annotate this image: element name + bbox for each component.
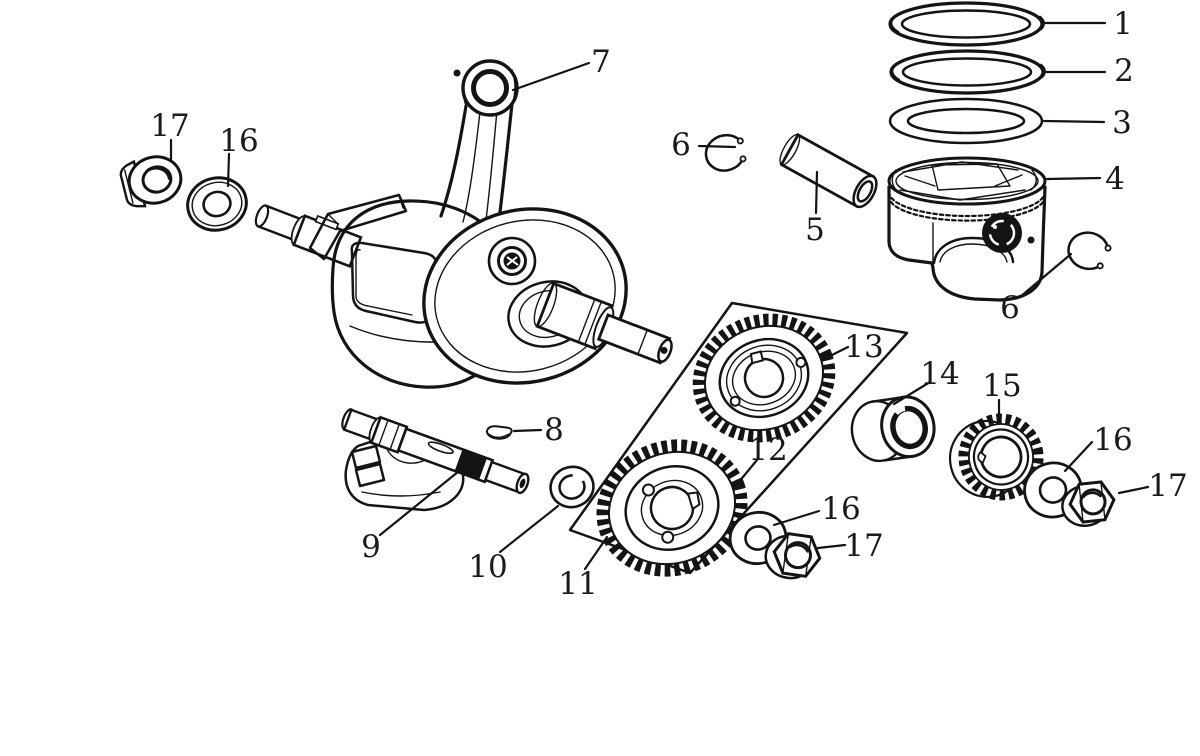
large-gear-upper	[692, 313, 836, 443]
callout-gear-box: 11	[558, 566, 597, 602]
callout-crankshaft: 7	[591, 44, 611, 80]
piston-pin	[779, 132, 878, 209]
callout-bushing: 14	[920, 356, 959, 392]
callout-circlip-left: 6	[671, 127, 691, 163]
balancer-washer	[549, 465, 595, 509]
callout-gear-13: 13	[844, 329, 883, 365]
circlip-left	[704, 133, 747, 172]
nut-left	[119, 155, 183, 208]
balancer-shaft	[341, 408, 530, 512]
callout-washer-left: 16	[219, 123, 258, 159]
callout-nut-mid: 17	[844, 528, 883, 564]
piston-ring-oil	[888, 97, 1044, 145]
bushing	[850, 395, 936, 463]
callout-ring-top: 1	[1113, 6, 1133, 42]
callout-piston: 4	[1105, 161, 1125, 197]
woodruff-key	[485, 425, 513, 440]
callout-ring-oil: 3	[1112, 105, 1132, 141]
callout-labels: 1 2 3 4 5 6 7 6 8 9 10 11 12 13 14 15 16…	[150, 6, 1187, 602]
washer-left	[186, 176, 248, 232]
nut-middle	[764, 532, 822, 580]
callout-nut-right: 17	[1148, 468, 1187, 504]
callout-piston-pin: 5	[805, 212, 825, 248]
small-drive-gear	[948, 413, 1044, 501]
callout-ring-second: 2	[1114, 53, 1134, 89]
callout-balancer: 9	[361, 529, 381, 565]
callout-gear-15: 15	[982, 368, 1021, 404]
callout-washer-10: 10	[468, 549, 507, 585]
callout-nut-left: 17	[150, 108, 189, 144]
callout-washer-mid: 16	[821, 491, 860, 527]
piston-ring-second	[889, 49, 1046, 95]
nut-right	[1061, 480, 1116, 528]
crankshaft-conrod	[254, 59, 673, 389]
callout-circlip-right: 6	[1000, 290, 1020, 326]
piston	[887, 156, 1047, 302]
circlip-right	[1067, 231, 1112, 271]
callout-woodruff-key: 8	[544, 412, 564, 448]
piston-ring-top	[888, 1, 1045, 47]
large-gear-lower	[596, 439, 748, 577]
callout-gear-12: 12	[748, 432, 787, 468]
callout-washer-right: 16	[1093, 422, 1132, 458]
leader-lines	[169, 21, 1150, 571]
